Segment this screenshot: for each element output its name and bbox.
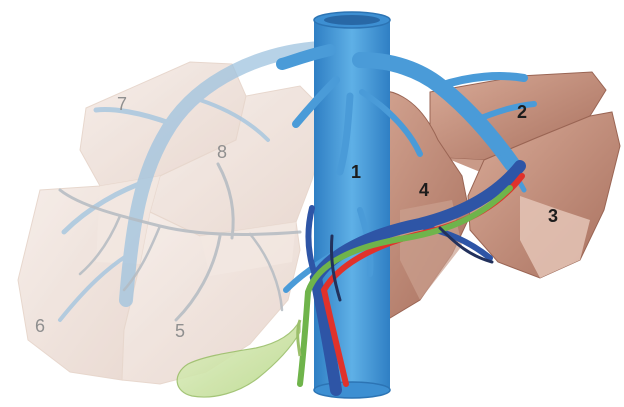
segment-label-3: 3 [548,206,558,226]
segment-label-5: 5 [175,321,185,341]
segment-label-2: 2 [517,102,527,122]
segment-label-7: 7 [117,94,127,114]
segment-label-1: 1 [351,162,361,182]
segment-label-8: 8 [217,142,227,162]
segment-label-6: 6 [35,316,45,336]
segment-label-4: 4 [419,180,429,200]
